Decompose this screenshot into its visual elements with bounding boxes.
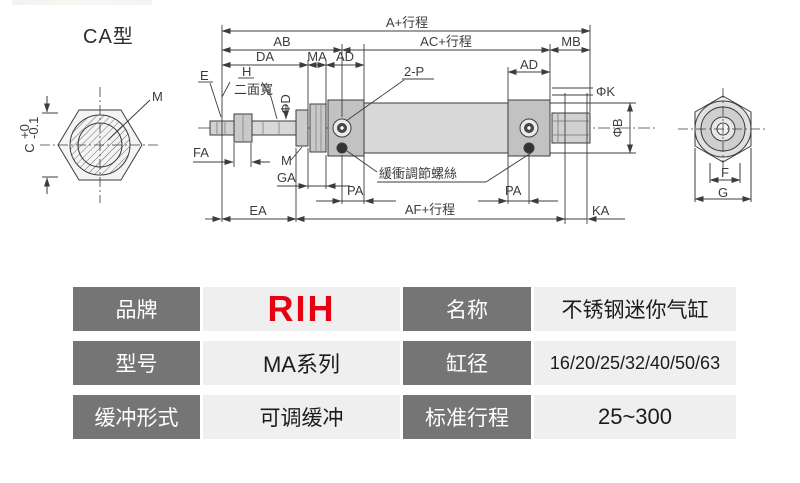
label-ad-front: AD: [336, 49, 354, 64]
row2-label2: 缸径: [403, 341, 531, 385]
label-ea: EA: [249, 203, 267, 218]
cylinder-technical-drawing: M C +0 -0.1: [17, 15, 768, 224]
label-phi-b: ΦB: [610, 118, 625, 137]
side-view: [198, 99, 658, 157]
dimension-annotations: [193, 25, 636, 224]
label-da: DA: [256, 49, 274, 64]
cap-end-view: [678, 88, 768, 202]
rear-port-center: [527, 126, 531, 130]
label-g: G: [718, 185, 728, 200]
label-ga: GA: [277, 170, 296, 185]
label-c-tol-plus: +0: [17, 124, 32, 139]
row3-value2: 25~300: [534, 395, 736, 439]
label-cushion-note: 緩衝調節螺絲: [379, 166, 457, 181]
row2-label1: 型号: [73, 341, 200, 385]
row3-label1: 缓冲形式: [73, 395, 200, 439]
rod-end-view: [40, 87, 160, 203]
label-h: H: [242, 64, 251, 79]
label-pa-right: PA: [505, 183, 522, 198]
table-row: 缓冲形式 可调缓冲 标准行程 25~300: [73, 395, 736, 439]
label-two-p: 2-P: [404, 64, 424, 79]
label-f: F: [721, 165, 729, 180]
mounting-ring: [309, 103, 327, 153]
row1-value2: 不锈钢迷你气缸: [534, 287, 736, 331]
piston-rod: [251, 120, 297, 136]
spec-table: 品牌 RIH 名称 不锈钢迷你气缸 型号 MA系列 缸径 16/20/25/32…: [73, 287, 736, 439]
label-flats: 二面寬: [234, 82, 273, 97]
rear-cushion-screw: [523, 142, 535, 154]
label-pa-left: PA: [347, 183, 364, 198]
label-phi-d: ΦD: [278, 94, 293, 114]
label-phi-k: ΦK: [596, 84, 615, 99]
label-m-thread: M: [281, 153, 292, 168]
label-m-view: M: [152, 89, 163, 104]
front-port-center: [340, 126, 344, 130]
variant-label: CA型: [83, 26, 134, 48]
label-fa: FA: [193, 145, 209, 160]
label-c-tol-minus: -0.1: [26, 117, 41, 139]
m-leader: [107, 99, 151, 141]
label-a-stroke: A+行程: [386, 15, 428, 30]
row1-label2: 名称: [403, 287, 531, 331]
front-cushion-screw: [336, 142, 348, 154]
label-c: C: [22, 143, 37, 152]
brand-logo: RIH: [203, 287, 400, 331]
cylinder-tube: [363, 102, 509, 154]
row3-label2: 标准行程: [403, 395, 531, 439]
label-ad-rear: AD: [520, 57, 538, 72]
label-ka: KA: [592, 203, 610, 218]
label-mb: MB: [561, 34, 581, 49]
table-row: 品牌 RIH 名称 不锈钢迷你气缸: [73, 287, 736, 331]
row2-value2: 16/20/25/32/40/50/63: [534, 341, 736, 385]
row3-value1: 可调缓冲: [203, 395, 400, 439]
cropped-watermark-artifact: [12, 0, 152, 5]
row2-value1: MA系列: [203, 341, 400, 385]
label-ac-stroke: AC+行程: [420, 34, 472, 49]
label-ab: AB: [273, 34, 290, 49]
table-row: 型号 MA系列 缸径 16/20/25/32/40/50/63: [73, 341, 736, 385]
label-ma: MA: [307, 49, 327, 64]
label-e: E: [200, 68, 209, 83]
label-af-stroke: AF+行程: [405, 202, 455, 217]
row1-label1: 品牌: [73, 287, 200, 331]
rod-collar: [295, 109, 309, 147]
